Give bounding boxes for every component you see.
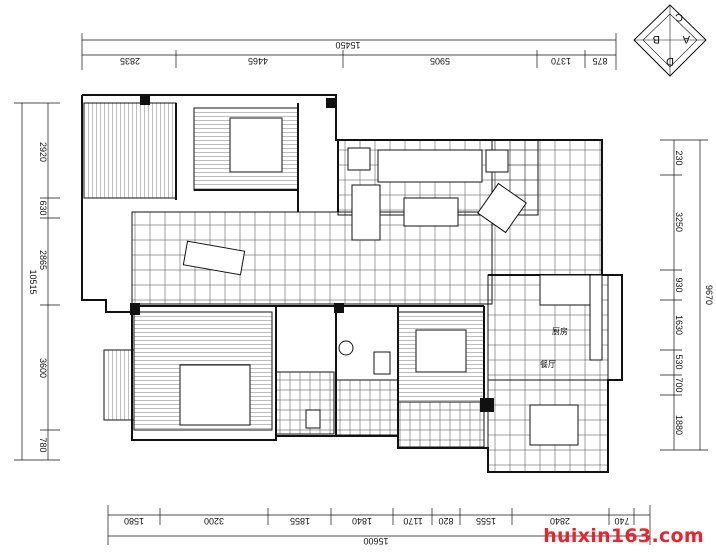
top-dim-3: 5905: [430, 56, 450, 66]
bottom-dim-5: 1170: [403, 516, 422, 526]
bottom-total-dim: 15600: [363, 536, 388, 546]
structural-columns: [130, 95, 494, 412]
left-dim-2: 630: [38, 200, 48, 215]
compass-rose: C B A D: [633, 4, 707, 77]
furniture: [179, 117, 603, 446]
right-dim-1: 230: [674, 150, 684, 165]
right-dim-4: 1630: [674, 315, 684, 335]
top-dim-1: 2835: [120, 56, 140, 66]
right-dimension-chain: [660, 139, 708, 451]
top-dim-2: 4465: [248, 56, 268, 66]
right-dim-7: 1880: [674, 415, 684, 435]
bottom-dim-1: 1580: [124, 516, 144, 526]
top-dimension-chain: [81, 33, 617, 70]
bottom-dimension-chain: [107, 505, 651, 545]
compass-letter-b: B: [653, 33, 660, 45]
top-dim-5: 875: [592, 56, 607, 66]
bottom-dim-3: 1855: [290, 516, 310, 526]
right-dim-5: 530: [674, 354, 684, 369]
site-watermark: huixin163.com: [543, 525, 704, 547]
compass-letter-c: C: [675, 11, 683, 23]
left-dim-3: 2865: [38, 250, 48, 270]
left-total-dim: 10515: [28, 269, 38, 294]
top-total-dim: 15450: [335, 40, 360, 50]
bottom-dim-8: 2840: [550, 516, 570, 526]
left-dimension-chain: [14, 102, 60, 461]
walls: [81, 94, 623, 473]
left-dim-5: 780: [38, 437, 48, 452]
top-dim-4: 1370: [551, 56, 571, 66]
right-total-dim: 9670: [704, 285, 714, 305]
left-dim-1: 2920: [38, 142, 48, 162]
bottom-dim-2: 3200: [204, 516, 224, 526]
bottom-dim-9: 740: [614, 516, 629, 526]
kitchen-label: 厨房: [552, 326, 568, 336]
floor-finishes: [83, 102, 609, 473]
compass-letter-d: D: [666, 55, 674, 67]
bottom-dim-7: 1555: [476, 516, 496, 526]
left-dim-4: 3600: [38, 358, 48, 378]
bottom-dim-4: 1840: [352, 516, 372, 526]
right-dim-6: 700: [674, 377, 684, 392]
right-dim-3: 930: [674, 277, 684, 292]
dining-room-label: 餐厅: [540, 360, 556, 369]
compass-letter-a: A: [682, 33, 690, 45]
bottom-dim-6: 820: [438, 516, 453, 526]
right-dim-2: 3250: [674, 212, 684, 232]
